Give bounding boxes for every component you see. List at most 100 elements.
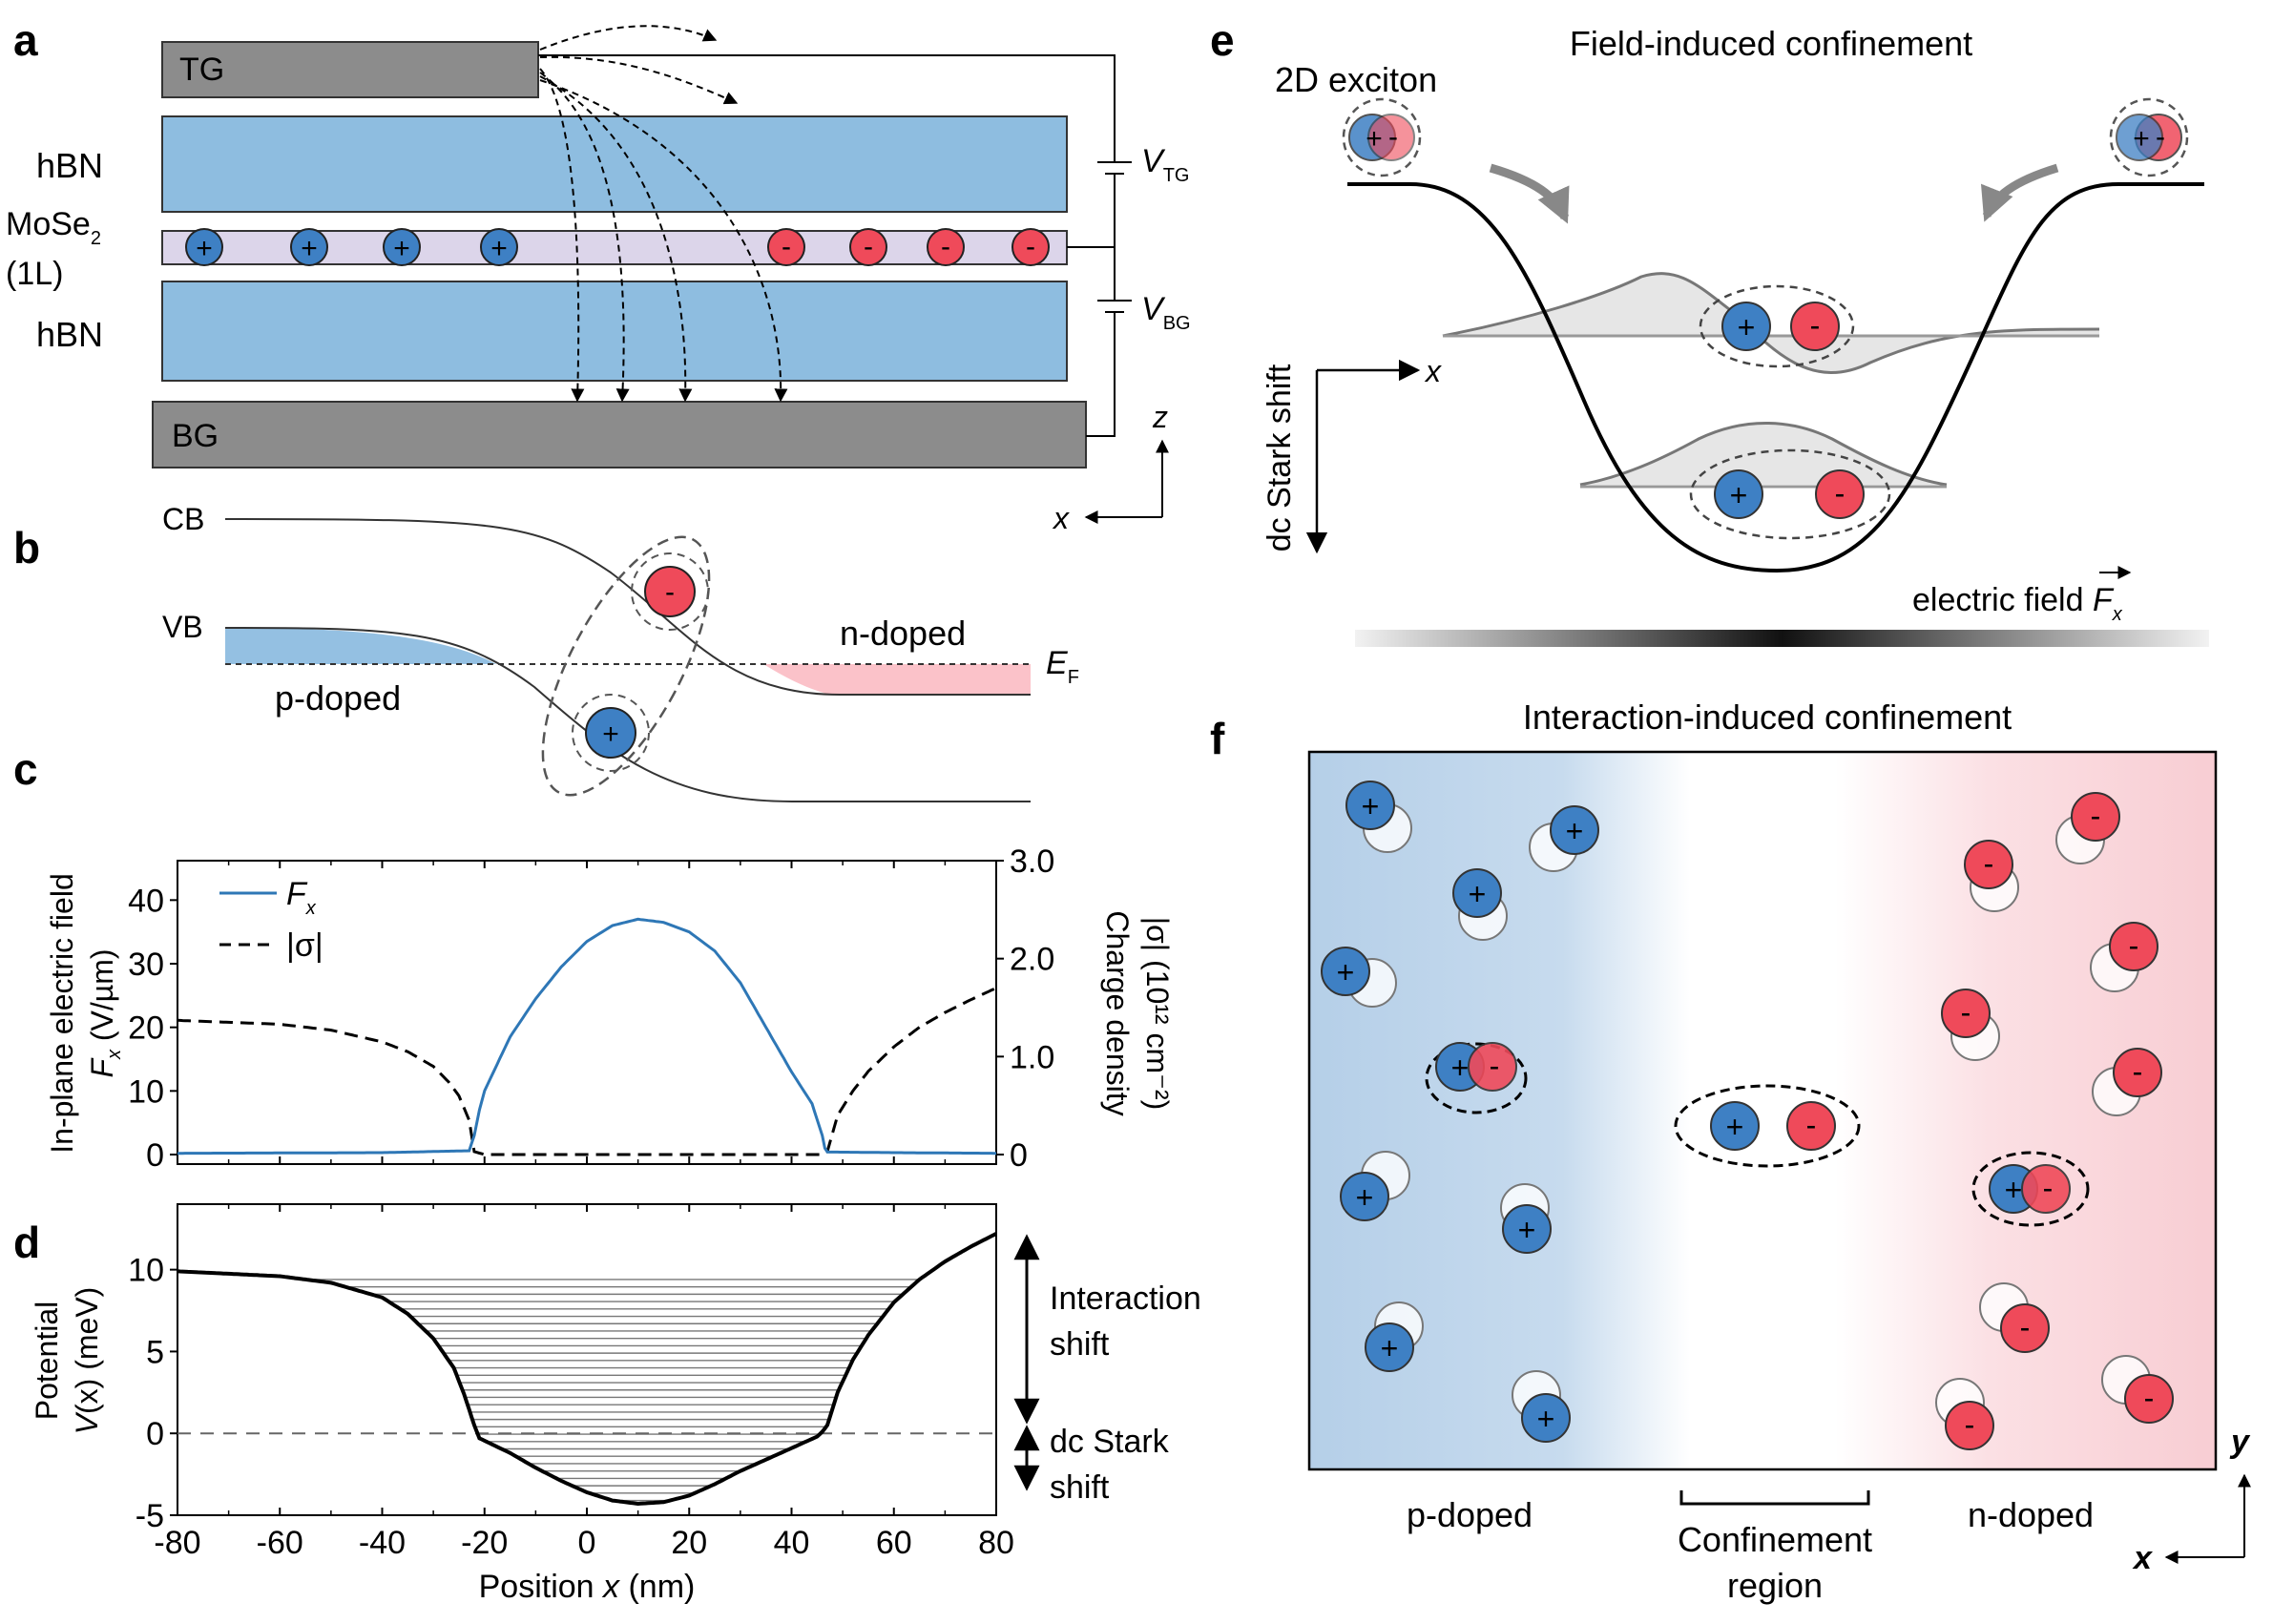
hole-charge: +	[383, 228, 421, 266]
electron-charge	[1786, 1101, 1836, 1151]
f-axis-y-label: y	[2229, 1424, 2251, 1460]
svg-text:-: -	[941, 231, 950, 262]
valence-band	[224, 627, 1031, 802]
legend-sigma-label: |σ|	[286, 927, 323, 964]
hbn-top-layer	[161, 115, 1068, 213]
sign-plus: +	[1537, 1402, 1555, 1436]
confinement-label-l1: Confinement	[1678, 1520, 1872, 1559]
c-y-tick-label: 20	[128, 1010, 164, 1047]
svg-text:+: +	[196, 233, 213, 264]
hole-charge: +	[290, 228, 328, 266]
panel-f: Interaction-induced confinement ++++++++…	[1307, 697, 2251, 1605]
sign-minus: -	[1835, 476, 1846, 510]
c-y2-tick-label: 1.0	[1010, 1039, 1054, 1075]
d-y-tick-label: 0	[146, 1416, 164, 1452]
exciton-ellipse	[541, 535, 711, 797]
hole-charge	[1502, 1204, 1552, 1254]
c-y2-tick-label: 3.0	[1010, 843, 1054, 880]
c-ylabel-line1: In-plane electric field	[45, 873, 79, 1153]
exciton-sign-minus: -	[1388, 121, 1398, 153]
d-x-tick-label: -40	[359, 1525, 406, 1561]
cb-label: CB	[162, 502, 204, 536]
electron-charge	[2021, 1164, 2071, 1214]
holes-row: + + + +	[185, 228, 518, 266]
electron-charge	[2000, 1303, 2050, 1353]
d-energy-levels	[305, 1279, 920, 1502]
gray-arrow-left	[1489, 163, 1570, 224]
sign-minus: -	[2043, 1171, 2054, 1205]
electron-charge: -	[1011, 228, 1050, 266]
electrons-row: - - - -	[767, 228, 1050, 266]
d-ylabel-line2: V(x) (meV)	[70, 1287, 104, 1435]
electron-charge	[2113, 1048, 2162, 1097]
hole-charge	[1710, 1101, 1760, 1151]
panel-b: CB VB n-doped p-doped EF - +	[162, 502, 1079, 802]
c-y2label-line1: Charge density	[1100, 910, 1135, 1115]
d-xlabel: Position x (nm)	[479, 1569, 696, 1605]
f-title: Interaction-induced confinement	[1523, 697, 2012, 737]
bg-label: BG	[172, 418, 219, 454]
hole-halo	[572, 694, 650, 772]
sign-plus: +	[1362, 789, 1380, 823]
wavefunction-upper-fill	[1443, 273, 2099, 373]
confinement-label-l2: region	[1727, 1566, 1823, 1605]
panel-label-c: c	[13, 744, 38, 794]
hole-charge	[1321, 947, 1370, 996]
c-y2-tick-label: 2.0	[1010, 942, 1054, 978]
hole-charge: +	[185, 228, 223, 266]
a-axis-x-label: x	[1052, 501, 1070, 535]
sign-plus: +	[1730, 478, 1748, 512]
electron-charge	[2124, 1374, 2174, 1424]
hole-charge	[1365, 1322, 1414, 1372]
sign-minus: -	[1984, 846, 1994, 881]
exciton-center-ellipse	[1674, 1084, 1861, 1168]
sign-plus: +	[1451, 1051, 1470, 1085]
sign-plus: +	[2005, 1173, 2023, 1207]
svg-text:-: -	[1026, 231, 1035, 262]
tg-label: TG	[179, 52, 224, 88]
sign-plus: +	[1726, 1110, 1744, 1144]
hole-charge	[1714, 469, 1763, 519]
hole-charge	[2116, 114, 2163, 161]
d-x-tick-label: 20	[671, 1525, 707, 1561]
electron-charge	[644, 566, 696, 617]
f-n-doped-label: n-doped	[1968, 1495, 2094, 1534]
stark-shift-l2: shift	[1050, 1469, 1110, 1506]
svg-text:+: +	[393, 233, 410, 264]
series-fx-line	[177, 917, 996, 1156]
electron-halo	[631, 552, 709, 631]
c-y-tick-label: 10	[128, 1073, 164, 1110]
hbn-top-label: hBN	[36, 146, 103, 185]
wavefunction-lower	[1579, 421, 1948, 487]
hbn-bottom-layer	[161, 281, 1068, 382]
panel-label-a: a	[13, 15, 38, 65]
wavefunction-lower-fill	[1580, 423, 1947, 485]
d-x-tick-label: 80	[978, 1525, 1014, 1561]
electron-charge	[1941, 989, 1991, 1038]
electron-sign: -	[665, 576, 675, 608]
e-axis-x-label: x	[1424, 354, 1442, 388]
d-x-tick-label: 40	[774, 1525, 810, 1561]
confinement-bracket	[1679, 1490, 1870, 1506]
field-label: electric field Fx	[1912, 582, 2123, 625]
c-ylabel-line2: Fx (V/µm)	[85, 948, 125, 1077]
sign-plus: +	[1381, 1331, 1399, 1365]
hole-charge	[1452, 868, 1502, 918]
hole-charge	[585, 707, 636, 759]
exciton-left-ellipse	[1425, 1042, 1528, 1114]
field-gradient-bar	[1355, 630, 2209, 647]
c-y-tick-label: 40	[128, 883, 164, 919]
back-gate	[152, 401, 1087, 468]
svg-text:+: +	[301, 233, 318, 264]
svg-text:-: -	[864, 231, 873, 262]
sign-plus: +	[1518, 1213, 1536, 1247]
c-y-tick-label: 30	[128, 947, 164, 983]
legend-fx-label: Fx	[286, 876, 317, 919]
hole-charge	[1345, 781, 1395, 830]
exciton-sign-plus: +	[1366, 123, 1383, 155]
mose2-layer-label: (1L)	[6, 256, 63, 292]
sign-minus: -	[1810, 308, 1821, 343]
potential-well	[1347, 182, 2204, 573]
